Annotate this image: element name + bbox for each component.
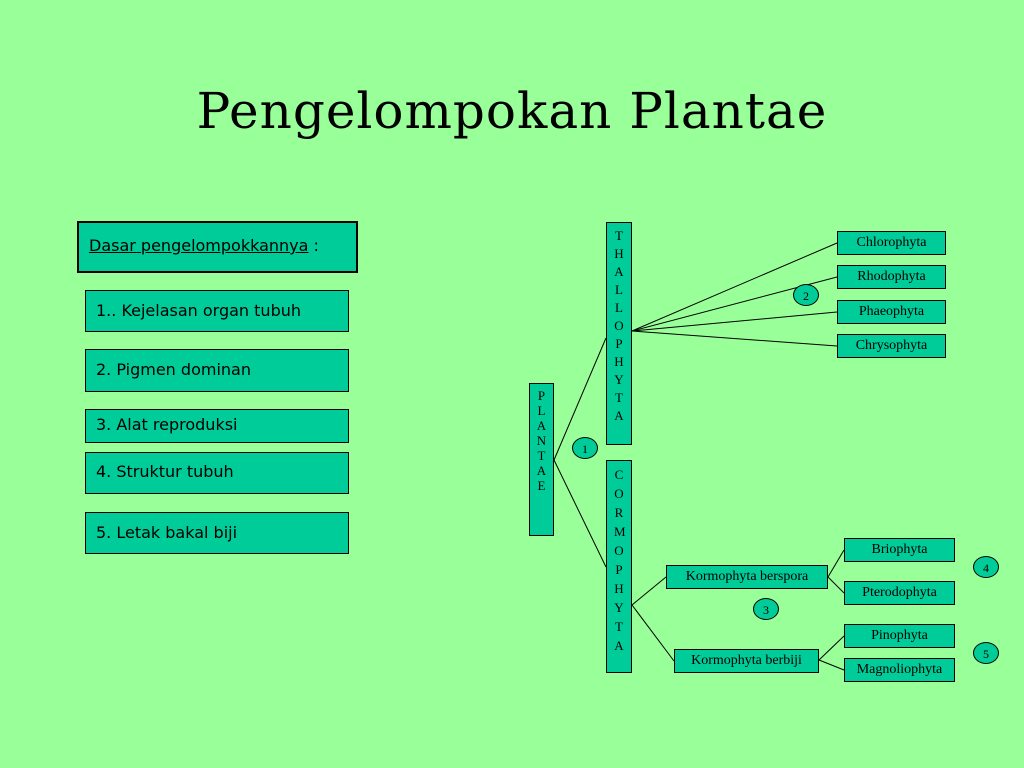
criterion-box-1: 1.. Kejelasan organ tubuh — [85, 290, 349, 332]
criterion-label: 3. Alat reproduksi — [96, 415, 238, 434]
marker-5: 5 — [973, 642, 999, 664]
basis-colon: : — [308, 236, 319, 255]
magnoliophyta-box: Magnoliophyta — [844, 658, 955, 682]
magnoliophyta-label: Magnoliophyta — [856, 662, 943, 677]
briophyta-label: Briophyta — [871, 542, 928, 557]
rhodophyta-box: Rhodophyta — [837, 265, 946, 289]
pinophyta-box: Pinophyta — [844, 624, 955, 648]
thallophyta-box: THALLOPHYTA — [606, 222, 632, 445]
chlorophyta-box: Chlorophyta — [837, 231, 946, 255]
phaeophyta-label: Phaeophyta — [858, 304, 925, 319]
marker-4: 4 — [973, 556, 999, 578]
seed-group-label: Kormophyta berbiji — [691, 653, 802, 668]
seed-group-box: Kormophyta berbiji — [674, 649, 819, 673]
marker-2: 2 — [793, 284, 819, 306]
criterion-label: 2. Pigmen dominan — [96, 360, 251, 379]
plantae-box: PLANTAE — [529, 383, 554, 536]
criterion-box-3: 3. Alat reproduksi — [85, 409, 349, 443]
spore-group-label: Kormophyta berspora — [685, 569, 809, 584]
criterion-label: 5. Letak bakal biji — [96, 523, 238, 542]
cormophyta-box: CORMOPHYTA — [606, 460, 632, 673]
cormophyta-label: CORMOPHYTA — [614, 467, 626, 653]
criterion-box-5: 5. Letak bakal biji — [85, 512, 349, 554]
spore-group-box: Kormophyta berspora — [666, 565, 828, 589]
criterion-label: 4. Struktur tubuh — [96, 462, 234, 481]
criterion-label: 1.. Kejelasan organ tubuh — [96, 301, 302, 320]
chrysophyta-box: Chrysophyta — [837, 334, 946, 358]
pinophyta-label: Pinophyta — [871, 628, 928, 643]
chrysophyta-label: Chrysophyta — [855, 338, 928, 353]
marker-1: 1 — [572, 437, 598, 459]
criterion-box-4: 4. Struktur tubuh — [85, 452, 349, 494]
briophyta-box: Briophyta — [844, 538, 955, 562]
pterodophyta-label: Pterodophyta — [862, 585, 937, 600]
thallophyta-label: THALLOPHYTA — [614, 228, 624, 423]
slide-title: Pengelompokan Plantae — [196, 82, 828, 140]
marker-3: 3 — [753, 598, 779, 620]
basis-heading-box: Dasar pengelompokkannya : — [77, 221, 358, 273]
plantae-label: PLANTAE — [536, 388, 547, 493]
pterodophyta-box: Pterodophyta — [844, 581, 955, 605]
criterion-box-2: 2. Pigmen dominan — [85, 349, 349, 392]
basis-heading: Dasar pengelompokkannya — [89, 236, 309, 255]
rhodophyta-label: Rhodophyta — [857, 269, 926, 284]
chlorophyta-label: Chlorophyta — [856, 235, 927, 250]
phaeophyta-box: Phaeophyta — [837, 300, 946, 324]
